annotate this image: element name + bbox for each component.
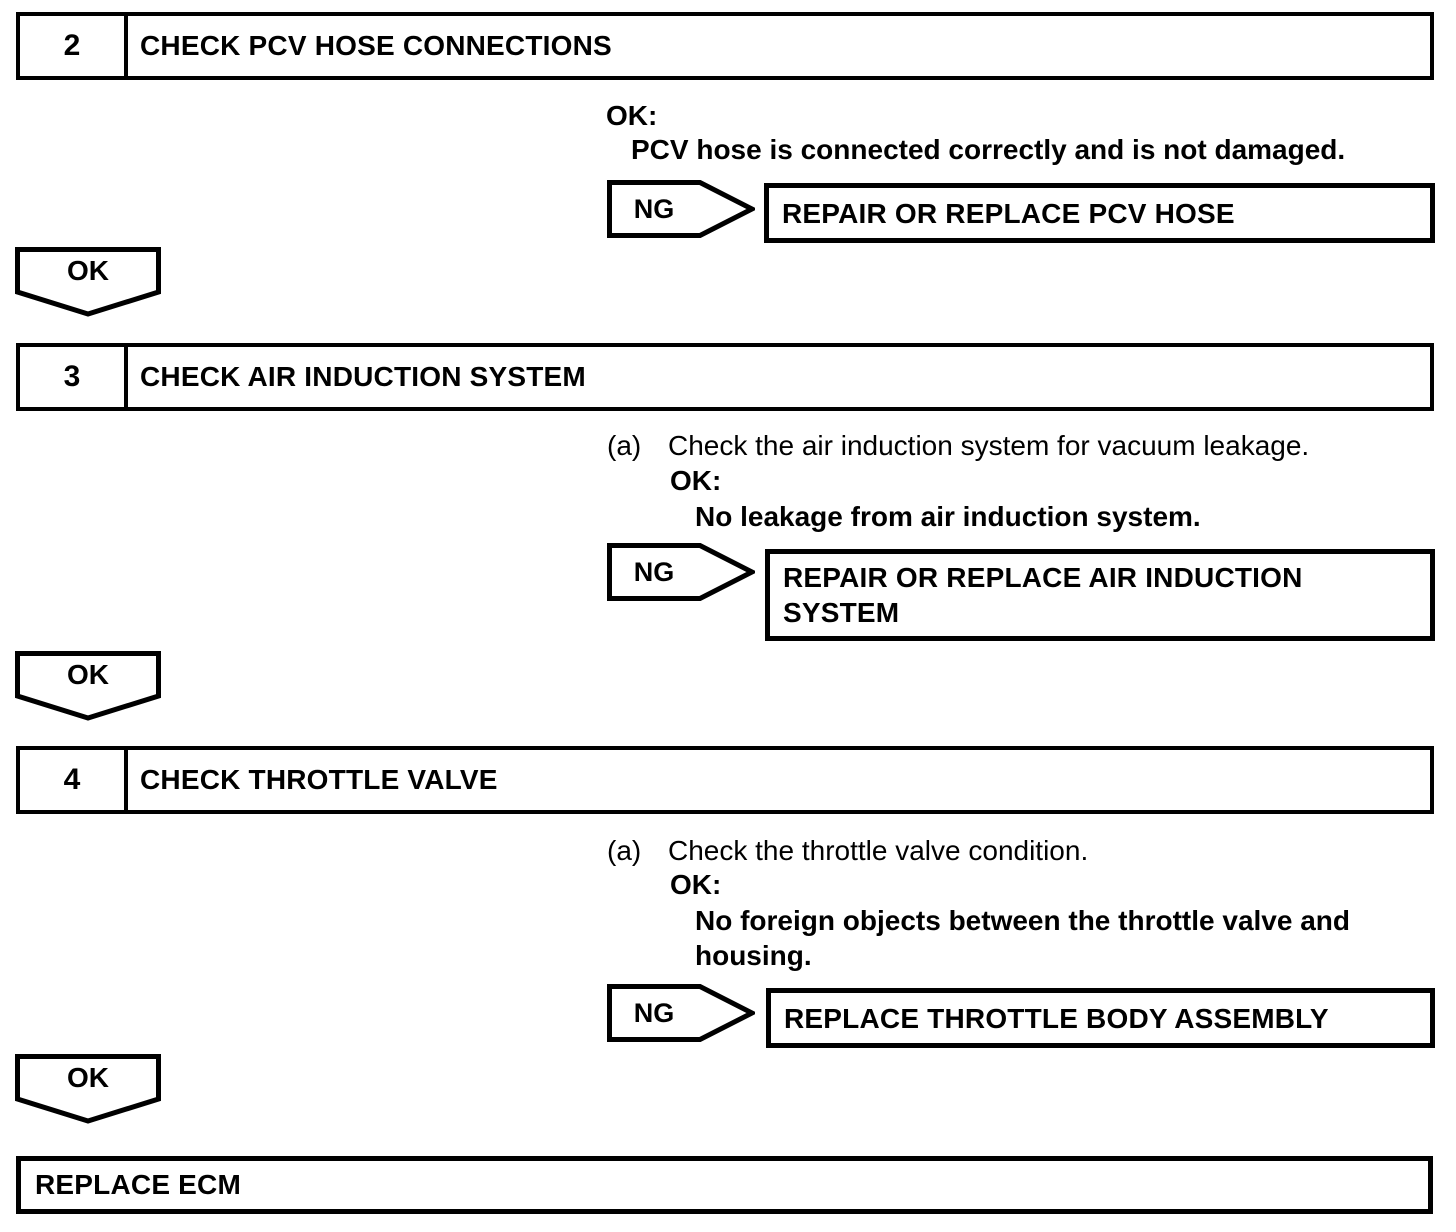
ok-connector: OK <box>15 1054 161 1124</box>
ok-connector-label: OK <box>67 659 109 690</box>
ng-action-box: REPLACE THROTTLE BODY ASSEMBLY <box>766 988 1435 1048</box>
ng-branch-arrow: NG <box>607 543 755 601</box>
step-instruction: Check the throttle valve condition. <box>668 835 1089 866</box>
ng-arrow-icon <box>607 984 755 1042</box>
step-header-2: 2 CHECK PCV HOSE CONNECTIONS <box>16 12 1434 80</box>
ok-criteria-label: OK: <box>670 869 722 900</box>
ok-criteria-text: PCV hose is connected correctly and is n… <box>631 134 1346 165</box>
ok-connector-label: OK <box>67 255 109 286</box>
ng-label: NG <box>633 556 675 587</box>
ok-connector-label: OK <box>67 1062 109 1093</box>
step-header-3: 3 CHECK AIR INDUCTION SYSTEM <box>16 343 1434 411</box>
step-header-4: 4 CHECK THROTTLE VALVE <box>16 746 1434 814</box>
ok-connector: OK <box>15 651 161 721</box>
ok-connector: OK <box>15 247 161 317</box>
ng-label: NG <box>633 193 675 224</box>
ng-branch-arrow: NG <box>607 180 755 238</box>
ng-action-box: REPAIR OR REPLACE AIR INDUCTION SYSTEM <box>765 549 1435 641</box>
step-number: 4 <box>20 750 128 810</box>
ng-arrow-icon <box>607 543 755 601</box>
ng-branch-arrow: NG <box>607 984 755 1042</box>
step-number: 3 <box>20 347 128 407</box>
step-title: CHECK AIR INDUCTION SYSTEM <box>140 361 586 392</box>
ng-action-box: REPAIR OR REPLACE PCV HOSE <box>764 183 1435 243</box>
step-number: 2 <box>20 16 128 76</box>
ng-arrow-icon <box>607 180 755 238</box>
step-title: CHECK THROTTLE VALVE <box>140 764 498 795</box>
ok-connector-icon <box>15 651 161 721</box>
step-instruction: Check the air induction system for vacuu… <box>668 430 1310 461</box>
ok-criteria-text: No leakage from air induction system. <box>695 501 1201 532</box>
ok-criteria-label: OK: <box>670 465 722 496</box>
step-title: CHECK PCV HOSE CONNECTIONS <box>140 30 612 61</box>
ok-criteria-text: No foreign objects between the throttle … <box>695 905 1350 971</box>
ng-label: NG <box>633 997 675 1028</box>
ok-criteria-label: OK: <box>606 100 658 131</box>
final-action-box: REPLACE ECM <box>16 1156 1433 1214</box>
step-list-marker: (a) <box>607 430 642 461</box>
ok-connector-icon <box>15 1054 161 1124</box>
ok-connector-icon <box>15 247 161 317</box>
step-list-marker: (a) <box>607 835 642 866</box>
